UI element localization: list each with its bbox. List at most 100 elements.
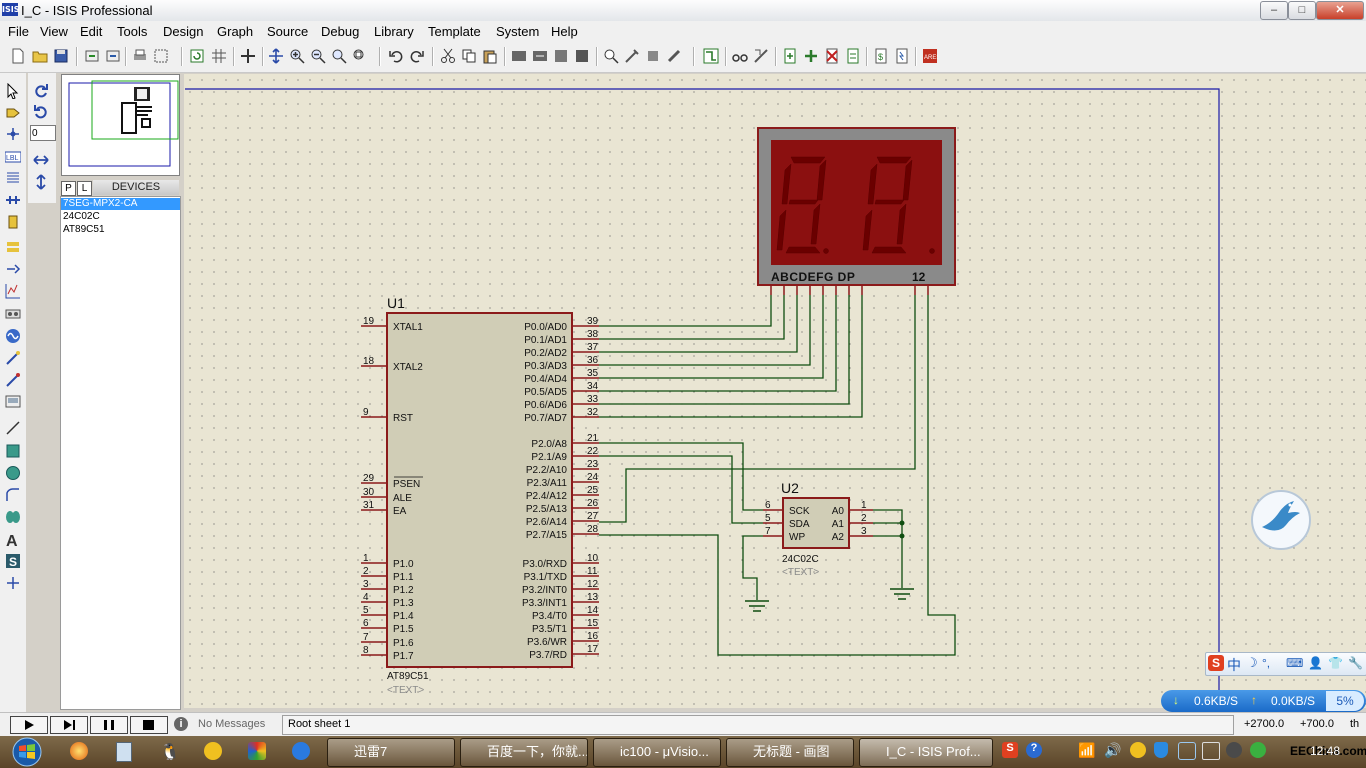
ime-toolbar[interactable]: S 中 ☽ °, ⌨ 👤 👕 🔧 xyxy=(1205,652,1366,676)
user-icon[interactable]: 👤 xyxy=(1308,656,1323,670)
redo-icon[interactable] xyxy=(409,48,425,64)
device-item-7seg-mpx2-ca[interactable]: 7SEG-MPX2-CA xyxy=(61,198,180,210)
menu-file[interactable]: File xyxy=(8,24,29,39)
pause-button[interactable] xyxy=(90,716,128,734)
device-item-24c02c[interactable]: 24C02C xyxy=(63,211,100,222)
import-icon[interactable] xyxy=(84,48,100,64)
menu-help[interactable]: Help xyxy=(551,24,578,39)
remove-sheet-icon[interactable] xyxy=(824,48,840,64)
schematic-canvas[interactable]: ABCDEFG DP 12 xyxy=(184,74,1366,712)
menu-view[interactable]: View xyxy=(40,24,68,39)
qq-icon[interactable]: 🐧 xyxy=(160,744,180,761)
pick-device-icon[interactable] xyxy=(603,48,619,64)
arc-tool-icon[interactable] xyxy=(5,487,21,503)
graph-mode-icon[interactable] xyxy=(5,283,21,299)
tray-qq-icon[interactable] xyxy=(1130,742,1146,758)
tray-help-icon[interactable]: ? xyxy=(1026,742,1042,758)
component-mode-icon[interactable] xyxy=(5,105,21,121)
device-list[interactable]: 7SEG-MPX2-CA 24C02C AT89C51 xyxy=(60,196,181,710)
menu-design[interactable]: Design xyxy=(163,24,204,39)
terminals-icon[interactable] xyxy=(5,239,21,255)
keyboard-icon[interactable]: ⌨ xyxy=(1286,656,1304,670)
task-paint[interactable]: 无标题 - 画图 xyxy=(726,738,854,767)
block-delete-icon[interactable] xyxy=(574,48,590,64)
paint-colors-icon[interactable] xyxy=(248,742,266,760)
block-rotate-icon[interactable] xyxy=(553,48,569,64)
bill-of-materials-icon[interactable]: $ xyxy=(873,48,889,64)
cut-icon[interactable] xyxy=(440,48,456,64)
marker-tool-icon[interactable] xyxy=(5,575,21,591)
virtual-instruments-icon[interactable] xyxy=(5,394,21,410)
step-button[interactable] xyxy=(50,716,88,734)
path-tool-icon[interactable] xyxy=(5,509,21,525)
electrical-rule-check-icon[interactable] xyxy=(894,48,910,64)
block-move-icon[interactable] xyxy=(532,48,548,64)
zoom-in-icon[interactable] xyxy=(289,48,305,64)
subcircuit-icon[interactable] xyxy=(5,214,21,230)
wrench-icon[interactable]: 🔧 xyxy=(1348,656,1363,670)
line-tool-icon[interactable] xyxy=(5,420,21,436)
sogou-ime-icon[interactable]: S xyxy=(1208,655,1224,671)
tray-clock[interactable]: 12:48 xyxy=(1310,744,1341,758)
search-tag-icon[interactable] xyxy=(732,48,748,64)
media-player-icon[interactable] xyxy=(292,742,310,760)
zoom-out-icon[interactable] xyxy=(310,48,326,64)
current-probe-icon[interactable] xyxy=(5,372,21,388)
close-button[interactable]: ✕ xyxy=(1316,1,1364,20)
device-item-at89c51[interactable]: AT89C51 xyxy=(63,224,105,235)
symbol-tool-icon[interactable]: S xyxy=(5,553,21,569)
export-icon[interactable] xyxy=(105,48,121,64)
menu-graph[interactable]: Graph xyxy=(217,24,254,39)
rotation-angle-input[interactable] xyxy=(30,125,56,141)
punctuation-icon[interactable]: °, xyxy=(1262,656,1271,670)
tray-screen-icon[interactable] xyxy=(1202,742,1220,760)
rotate-clockwise-icon[interactable] xyxy=(33,83,49,99)
tray-network-icon[interactable] xyxy=(1178,742,1196,760)
moon-icon[interactable]: ☽ xyxy=(1246,655,1258,670)
tray-wifi-icon[interactable]: 📶 xyxy=(1078,742,1096,758)
print-area-icon[interactable] xyxy=(153,48,169,64)
menu-library[interactable]: Library xyxy=(374,24,414,39)
menu-tools[interactable]: Tools xyxy=(117,24,148,39)
pan-icon[interactable] xyxy=(268,48,284,64)
windows-start-icon[interactable] xyxy=(8,737,46,767)
junction-dot-icon[interactable] xyxy=(5,126,21,142)
save-icon[interactable] xyxy=(53,48,69,64)
undo-icon[interactable] xyxy=(388,48,404,64)
tray-security-icon[interactable] xyxy=(1154,742,1168,758)
seven-segment-display[interactable]: ABCDEFG DP 12 xyxy=(757,127,956,295)
bus-icon[interactable] xyxy=(5,192,21,208)
overview-window[interactable] xyxy=(61,74,180,176)
tray-power-icon[interactable] xyxy=(1226,742,1242,758)
menu-edit[interactable]: Edit xyxy=(80,24,103,39)
zoom-all-icon[interactable] xyxy=(331,48,347,64)
add-sheet-icon[interactable] xyxy=(803,48,819,64)
u1-microcontroller[interactable]: U1 AT89C51 <TEXT> 19XTAL118XTAL29RST29PS… xyxy=(361,295,599,696)
grid-icon[interactable] xyxy=(211,48,227,64)
tape-recorder-icon[interactable] xyxy=(5,306,21,322)
text-script-icon[interactable] xyxy=(5,170,21,186)
selection-mode-icon[interactable] xyxy=(5,83,21,99)
block-copy-icon[interactable] xyxy=(511,48,527,64)
ime-chinese-mode[interactable]: 中 xyxy=(1227,657,1241,673)
chrome-icon[interactable] xyxy=(70,742,88,760)
tray-sogou-icon[interactable]: S xyxy=(1002,742,1018,758)
network-speed-meter[interactable]: ↓ 0.6KB/S ↑ 0.0KB/S 5% xyxy=(1161,690,1366,712)
skin-icon[interactable]: 👕 xyxy=(1328,656,1343,670)
mirror-vertical-icon[interactable] xyxy=(34,174,48,190)
stop-button[interactable] xyxy=(130,716,168,734)
zoom-area-icon[interactable] xyxy=(352,48,368,64)
make-device-icon[interactable] xyxy=(624,48,640,64)
exit-parent-icon[interactable] xyxy=(845,48,861,64)
device-pins-icon[interactable] xyxy=(5,261,21,277)
tray-update-icon[interactable] xyxy=(1250,742,1266,758)
menu-debug[interactable]: Debug xyxy=(321,24,360,39)
property-assign-icon[interactable] xyxy=(753,48,769,64)
task-uvision[interactable]: ic100 - μVisio... xyxy=(593,738,721,767)
task-xunlei[interactable]: 迅雷7 xyxy=(327,738,455,767)
package-tool-icon[interactable] xyxy=(645,48,661,64)
pick-devices-tab[interactable]: P xyxy=(61,181,76,196)
wire-net[interactable] xyxy=(599,295,956,656)
mirror-horizontal-icon[interactable] xyxy=(33,153,49,167)
